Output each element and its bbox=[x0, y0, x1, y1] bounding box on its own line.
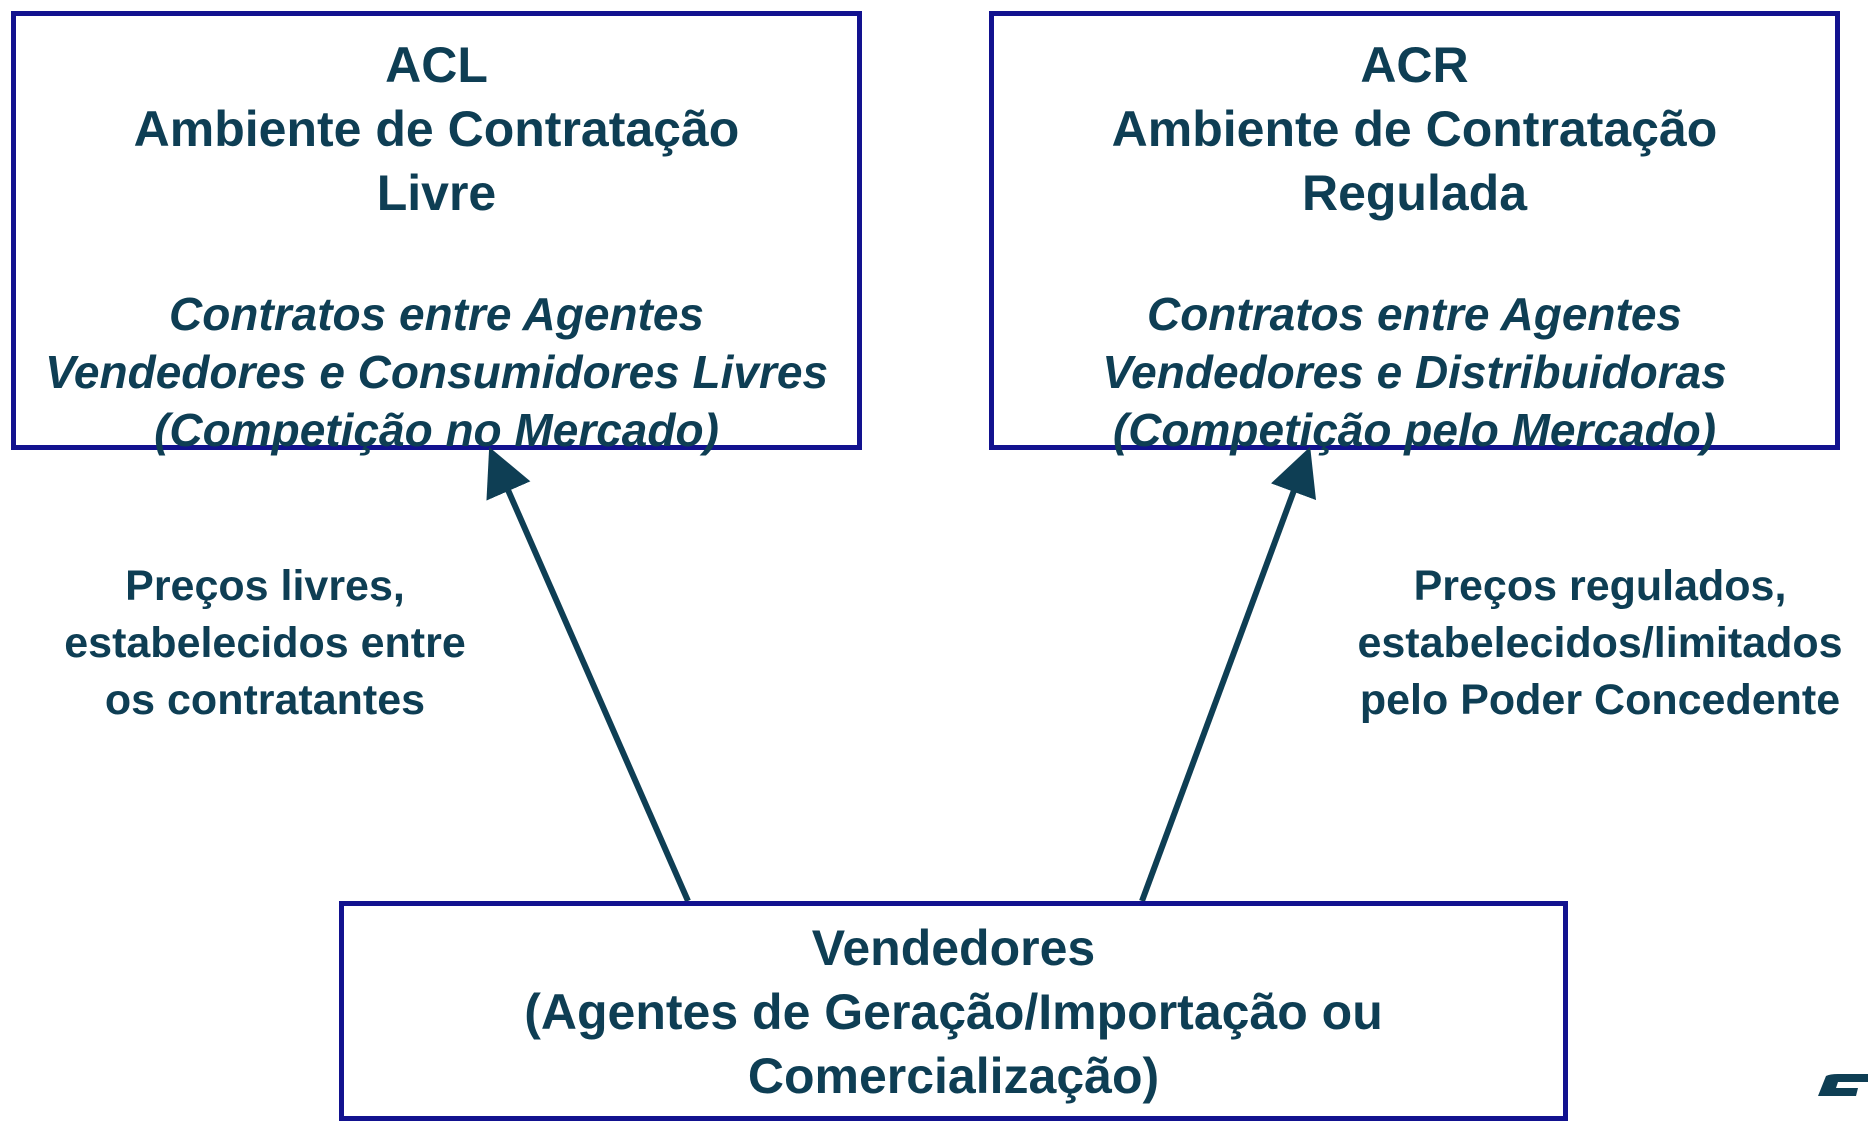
vendedores-title: Vendedores bbox=[811, 920, 1096, 976]
acl-desc-line3: (Competição no Mercado) bbox=[154, 404, 719, 456]
logo-fragment-icon bbox=[1818, 1074, 1868, 1096]
acr-desc-line2: Vendedores e Distribuidoras bbox=[1102, 346, 1727, 398]
vendedores-line2: (Agentes de Geração/Importação ou bbox=[524, 984, 1383, 1040]
acr-name-line1: Ambiente de Contratação bbox=[1111, 101, 1718, 157]
acr-name-line2: Regulada bbox=[1301, 165, 1528, 221]
note-right-line3: pelo Poder Concedente bbox=[1359, 676, 1841, 724]
vendedores-line3: Comercialização) bbox=[747, 1048, 1160, 1104]
arrows-layer bbox=[486, 446, 1317, 903]
note-free-prices: Preços livres, estabelecidos entre os co… bbox=[20, 558, 510, 729]
note-left-line3: os contratantes bbox=[104, 676, 426, 724]
note-right-line2: estabelecidos/limitados bbox=[1357, 619, 1843, 667]
note-left-line2: estabelecidos entre bbox=[64, 619, 466, 667]
vendedores-box: Vendedores (Agentes de Geração/Importaçã… bbox=[339, 901, 1568, 1121]
arrow-to-acr bbox=[1139, 446, 1317, 903]
note-regulated-prices: Preços regulados, estabelecidos/limitado… bbox=[1310, 558, 1872, 729]
acl-box: ACL Ambiente de Contratação Livre Contra… bbox=[11, 11, 862, 456]
acr-desc-line1: Contratos entre Agentes bbox=[1146, 288, 1683, 340]
note-right-line1: Preços regulados, bbox=[1413, 562, 1787, 610]
acl-name-line1: Ambiente de Contratação bbox=[133, 101, 740, 157]
acr-desc-line3: (Competição pelo Mercado) bbox=[1112, 404, 1717, 456]
acl-code: ACL bbox=[385, 37, 488, 93]
acl-desc-line1: Contratos entre Agentes bbox=[168, 288, 705, 340]
acr-code: ACR bbox=[1360, 37, 1469, 93]
arrow-to-acl bbox=[486, 447, 691, 903]
note-left-line1: Preços livres, bbox=[125, 562, 405, 610]
acr-box: ACR Ambiente de Contratação Regulada Con… bbox=[989, 11, 1840, 456]
acl-desc-line2: Vendedores e Consumidores Livres bbox=[44, 346, 829, 398]
acl-name-line2: Livre bbox=[376, 165, 497, 221]
